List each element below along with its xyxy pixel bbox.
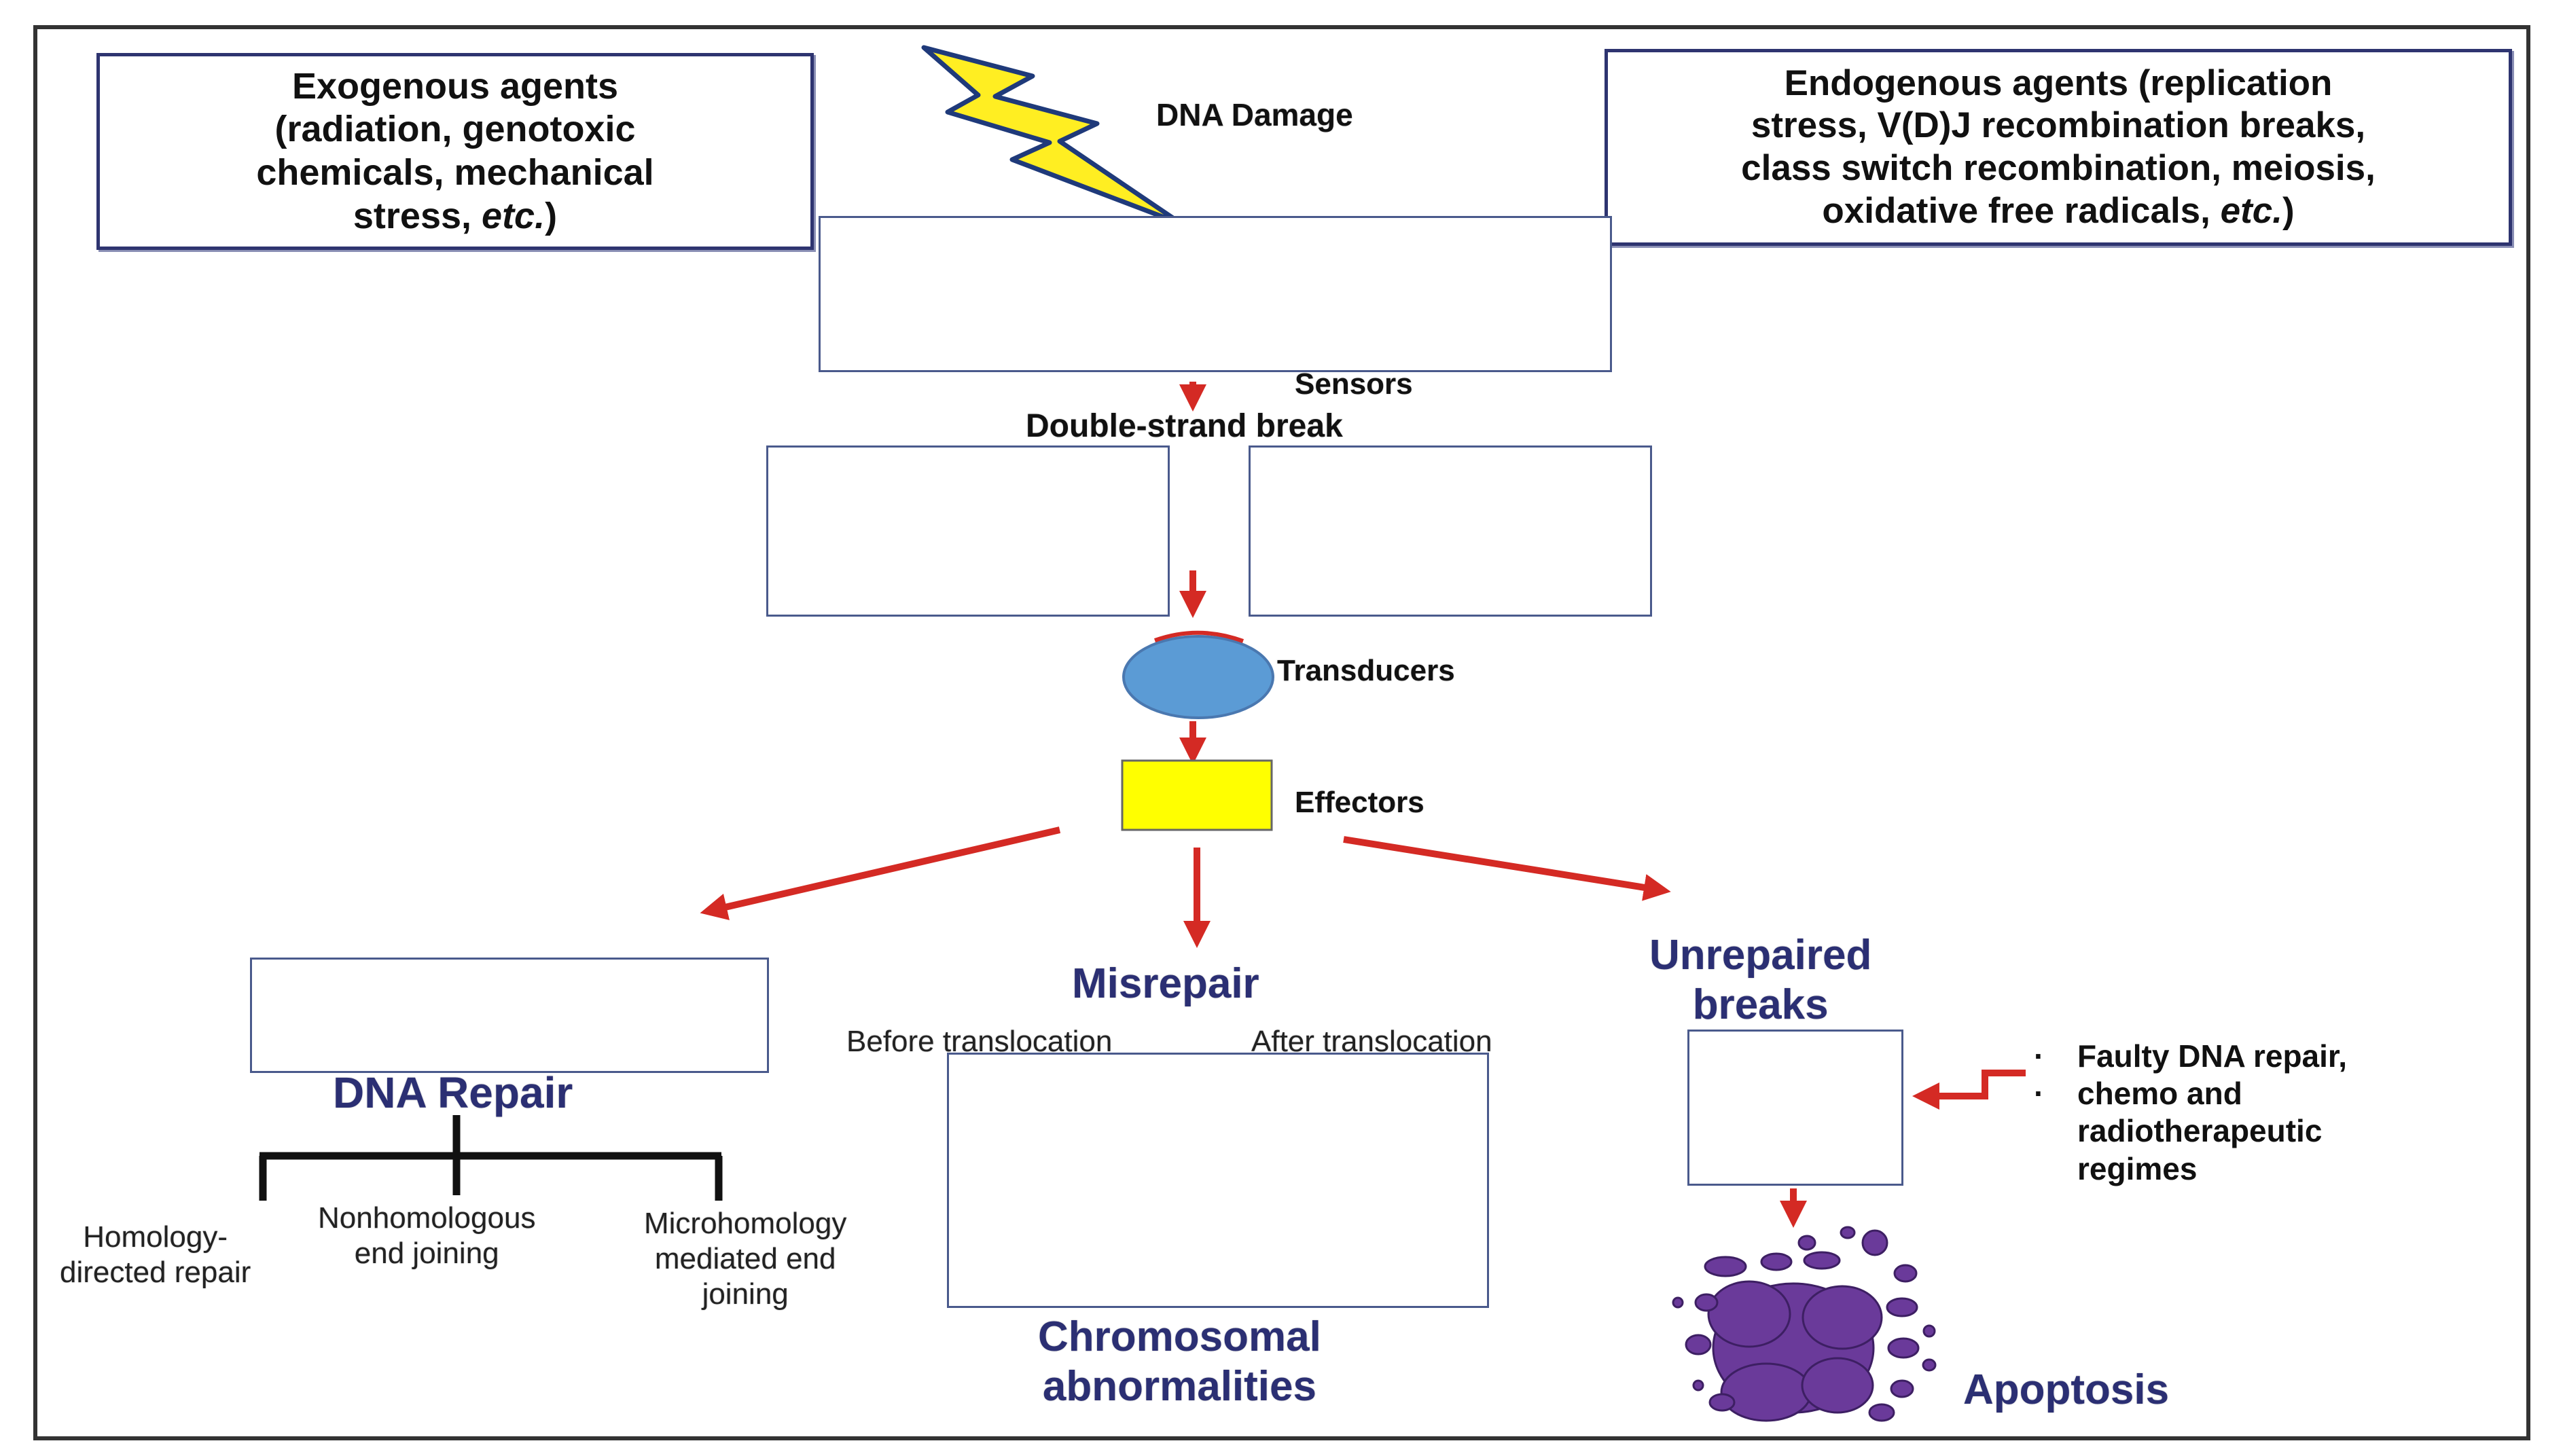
misrepair-heading: Misrepair	[1072, 960, 1259, 1007]
bullet-item-faulty-repair: · Faulty DNA repair,	[2034, 1038, 2347, 1075]
endogenous-line-2: stress, V(D)J recombination breaks,	[1751, 105, 2366, 146]
microhomology-mediated-end-joining-label: Microhomology mediated end joining	[644, 1206, 846, 1312]
exogenous-line-4-etc: etc.	[482, 195, 545, 236]
bullet-dot: ·	[2034, 1038, 2045, 1074]
exogenous-line-4: stress, etc.)	[256, 195, 653, 238]
apoptosis-heading: Apoptosis	[1963, 1366, 2170, 1413]
nhej-line-2: end joining	[354, 1236, 499, 1270]
exogenous-agents-box: Exogenous agents (radiation, genotoxic c…	[96, 53, 814, 250]
hdr-line-2: directed repair	[60, 1255, 251, 1289]
zigzag-arrow-to-unrepaired	[1912, 1070, 2026, 1110]
chromosomal-abnormalities-heading: Chromosomal abnormalities	[1038, 1312, 1321, 1411]
unrepaired-breaks-heading: Unrepaired breaks	[1649, 930, 1871, 1030]
outer-border	[33, 25, 2530, 1440]
blank-box-dsb-right	[1249, 445, 1652, 617]
unrepaired-line-1: Unrepaired	[1649, 932, 1872, 979]
exogenous-agents-text: Exogenous agents (radiation, genotoxic c…	[256, 65, 653, 238]
unrepaired-line-2: breaks	[1692, 981, 1829, 1029]
endogenous-line-1: Endogenous agents (replication	[1784, 62, 2333, 103]
endogenous-line-4: oxidative free radicals, etc.)	[1741, 190, 2376, 233]
lightning-bolt-icon	[921, 45, 1185, 227]
exogenous-line-4-a: stress,	[353, 195, 482, 236]
nonhomologous-end-joining-label: Nonhomologous end joining	[318, 1201, 535, 1271]
bullet-item-2-line-2: radiotherapeutic	[2077, 1113, 2323, 1149]
before-translocation-label: Before translocation	[846, 1025, 1113, 1058]
endogenous-agents-text: Endogenous agents (replication stress, V…	[1741, 62, 2376, 232]
exogenous-line-3: chemicals, mechanical	[256, 152, 654, 193]
bullet-item-1-text: Faulty DNA repair,	[2077, 1038, 2348, 1074]
endogenous-line-4-c: )	[2282, 190, 2295, 231]
mmej-line-3: joining	[702, 1277, 789, 1311]
transducer-ellipse	[1122, 635, 1274, 719]
effector-rectangle	[1121, 759, 1273, 831]
exogenous-line-2: (radiation, genotoxic	[274, 109, 636, 150]
arrow-to-dna-repair	[700, 826, 1061, 920]
blank-box-dna-repair	[250, 958, 769, 1073]
mmej-line-1: Microhomology	[644, 1207, 847, 1240]
exogenous-line-1: Exogenous agents	[291, 65, 619, 107]
blank-box-top	[819, 216, 1612, 372]
endogenous-line-4-a: oxidative free radicals,	[1822, 190, 2221, 231]
blank-box-dsb-left	[766, 445, 1170, 617]
apoptosis-cell-cluster-icon	[1672, 1226, 1937, 1422]
dna-damage-title: DNA Damage	[1156, 97, 1353, 132]
after-translocation-label: After translocation	[1251, 1025, 1492, 1058]
endogenous-line-3: class switch recombination, meiosis,	[1741, 148, 2376, 188]
exogenous-line-4-c: )	[545, 195, 558, 236]
endogenous-agents-box: Endogenous agents (replication stress, V…	[1605, 49, 2512, 246]
bullet-item-2-line-3: regimes	[2077, 1150, 2198, 1186]
blank-box-unrepaired	[1687, 1030, 1903, 1186]
endogenous-line-4-etc: etc.	[2220, 190, 2282, 231]
bullet-item-2-line-1: chemo and	[2077, 1076, 2242, 1112]
dna-repair-heading: DNA Repair	[333, 1068, 573, 1117]
homology-directed-repair-label: Homology- directed repair	[60, 1220, 251, 1290]
sensors-label: Sensors	[1295, 367, 1413, 401]
chromosomal-line-2: abnormalities	[1042, 1363, 1316, 1410]
arrow-to-unrepaired	[1343, 836, 1671, 901]
mmej-line-2: mediated end	[654, 1241, 836, 1275]
nhej-line-1: Nonhomologous	[318, 1201, 536, 1235]
transducer-ellipse-accent	[1153, 630, 1244, 643]
chromosomal-line-1: Chromosomal	[1038, 1313, 1321, 1360]
bullet-dot: ·	[2034, 1076, 2045, 1112]
effectors-label: Effectors	[1295, 786, 1424, 819]
double-strand-break-label: Double-strand break	[1026, 408, 1343, 444]
hdr-line-1: Homology-	[83, 1220, 228, 1254]
blank-box-chromosomal	[947, 1053, 1489, 1308]
transducers-label: Transducers	[1277, 654, 1455, 687]
